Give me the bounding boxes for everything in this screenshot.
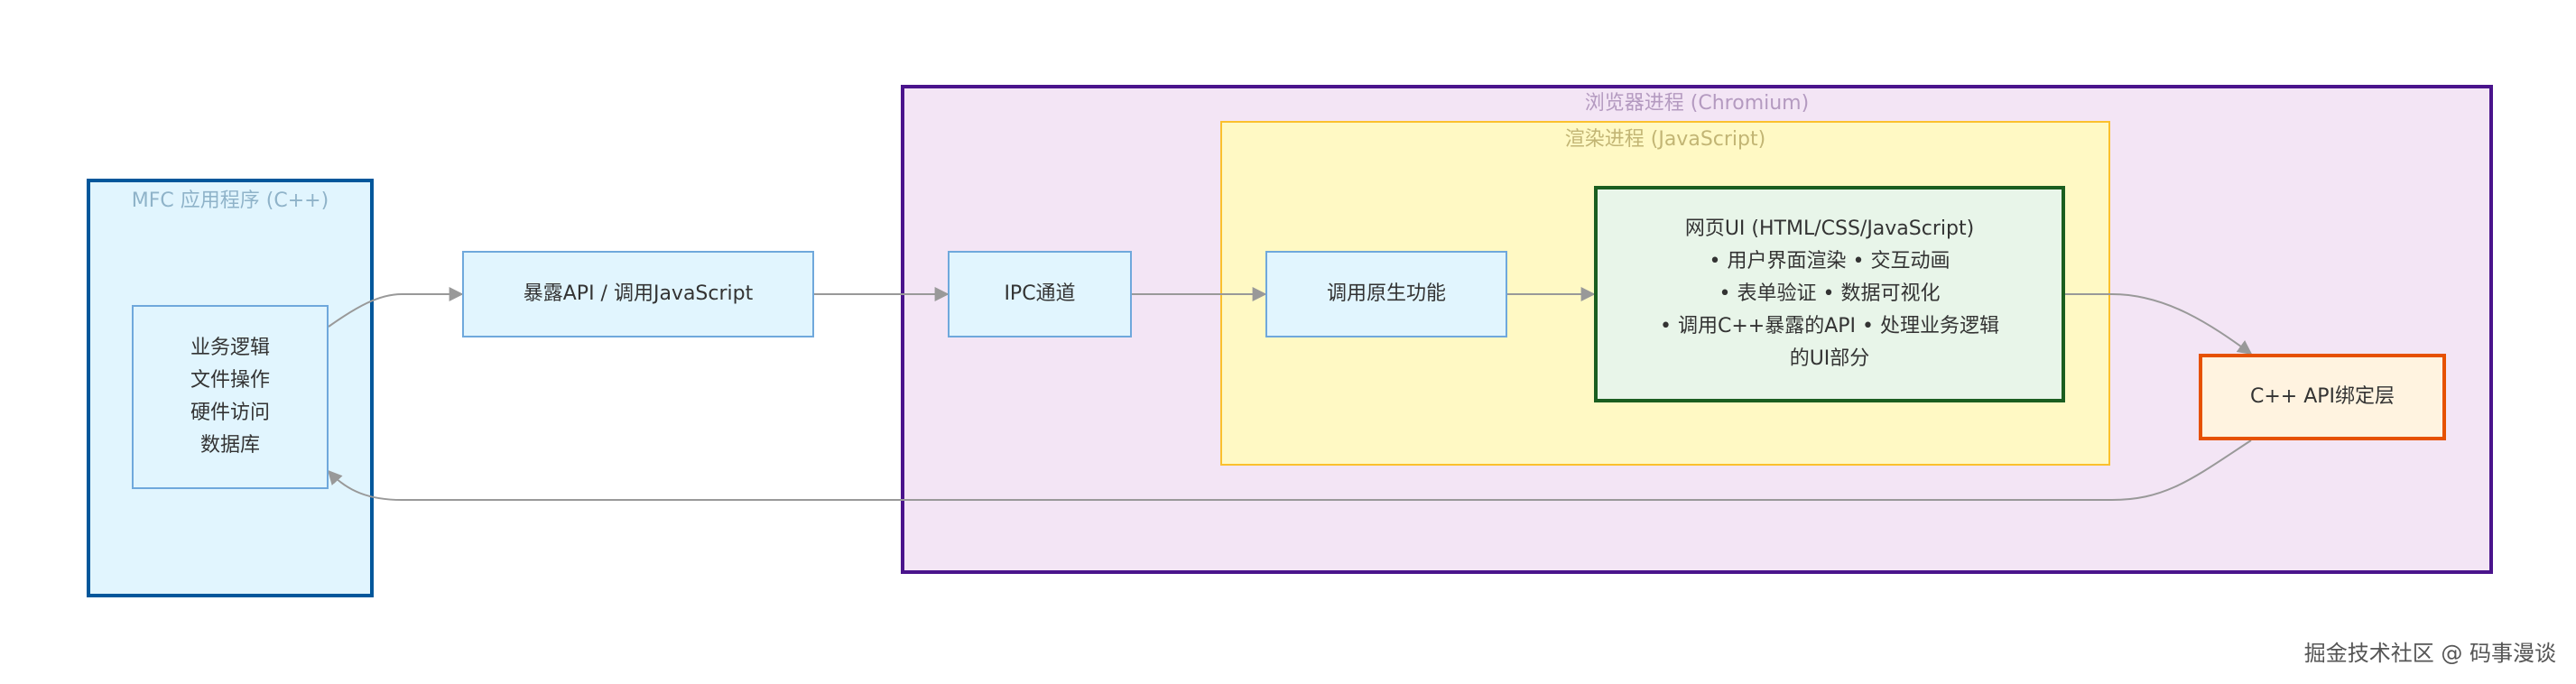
business-line-1: 业务逻辑 — [190, 337, 270, 359]
call-native-node: 调用原生功能 — [1265, 251, 1507, 337]
expose-api-label: 暴露API / 调用JavaScript — [523, 282, 754, 305]
web-ui-line-5: 的UI部分 — [1789, 347, 1870, 370]
web-ui-node: 网页UI (HTML/CSS/JavaScript) • 用户界面渲染 • 交互… — [1594, 186, 2065, 402]
ipc-channel-node: IPC通道 — [948, 251, 1132, 337]
business-line-3: 硬件访问 — [190, 402, 270, 424]
edge-webui-to-cpp-binding — [2065, 293, 2253, 355]
expose-api-node: 暴露API / 调用JavaScript — [462, 251, 814, 337]
mfc-cluster-title: MFC 应用程序 (C++) — [131, 189, 329, 212]
business-line-2: 文件操作 — [190, 369, 270, 392]
cpp-api-binding-label: C++ API绑定层 — [2249, 385, 2395, 408]
business-logic-node: 业务逻辑 文件操作 硬件访问 数据库 — [132, 305, 329, 489]
browser-cluster-title: 浏览器进程 (Chromium) — [1584, 92, 1810, 115]
call-native-label: 调用原生功能 — [1326, 282, 1446, 305]
web-ui-line-4: • 调用C++暴露的API • 处理业务逻辑 — [1660, 315, 1999, 337]
business-line-4: 数据库 — [199, 434, 260, 457]
web-ui-line-3: • 表单验证 • 数据可视化 — [1719, 282, 1941, 305]
web-ui-line-1: 网页UI (HTML/CSS/JavaScript) — [1684, 217, 1975, 240]
edge-cpp-binding-to-business — [327, 439, 2252, 501]
web-ui-line-2: • 用户界面渲染 • 交互动画 — [1709, 250, 1951, 273]
renderer-cluster-title: 渲染进程 (JavaScript) — [1564, 128, 1766, 151]
ipc-channel-label: IPC通道 — [1004, 282, 1076, 305]
edge-business-to-expose-api — [328, 287, 464, 328]
cpp-api-binding-node: C++ API绑定层 — [2199, 354, 2446, 440]
watermark: 掘金技术社区 @ 码事漫谈 — [2303, 641, 2556, 666]
